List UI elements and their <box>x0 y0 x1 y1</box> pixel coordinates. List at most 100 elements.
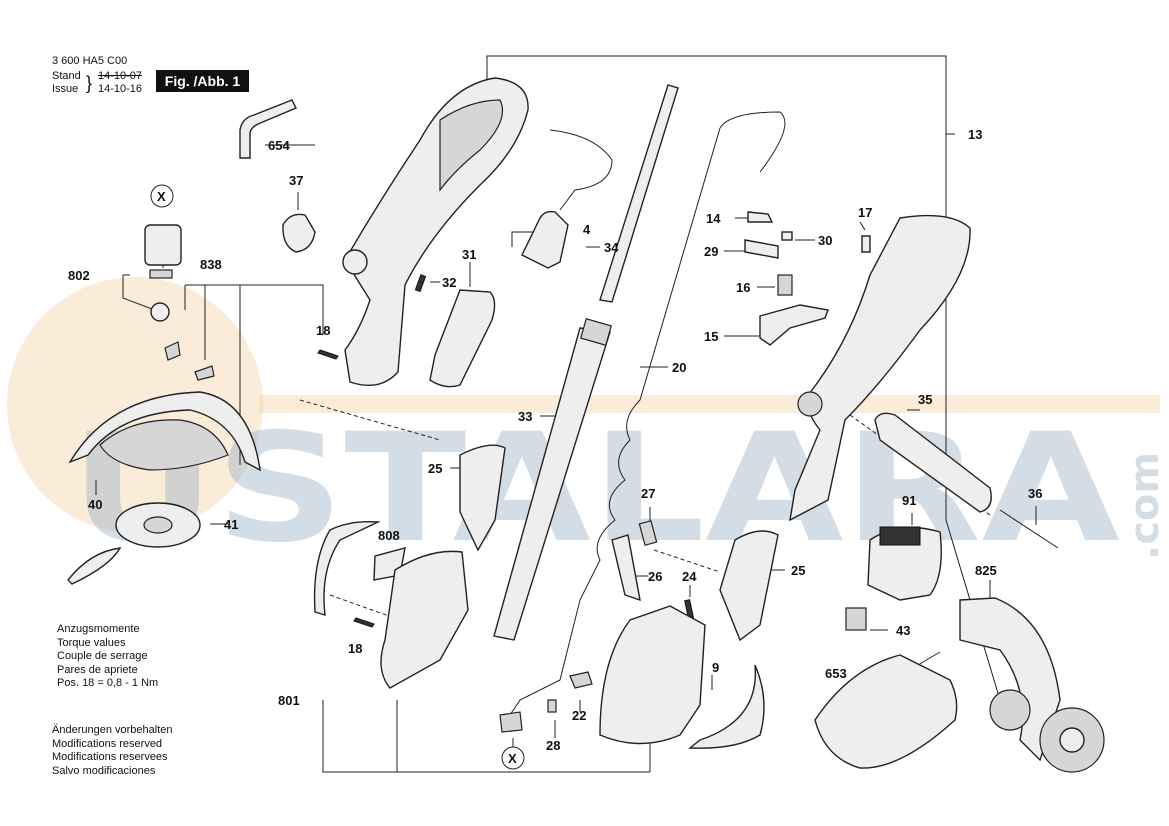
part-housing-left <box>344 77 529 386</box>
part-clip-b <box>194 365 215 381</box>
stand-label: Stand <box>52 70 81 82</box>
part-29 <box>744 239 779 259</box>
callout-825: 825 <box>975 563 997 578</box>
callout-24: 24 <box>682 569 697 584</box>
watermark: USTALARA .com <box>7 277 1168 576</box>
part-654-hex-key <box>239 99 297 159</box>
callout-31: 31 <box>462 247 476 262</box>
part-802-motor <box>144 224 182 266</box>
callout-20: 20 <box>672 360 686 375</box>
part-34-tube <box>599 84 679 303</box>
callout-808: 808 <box>378 528 400 543</box>
figure-label: Fig. /Abb. 1 <box>156 70 249 92</box>
callout-27: 27 <box>641 486 655 501</box>
brace-glyph: } <box>86 73 93 93</box>
part-32-pin <box>414 274 427 293</box>
part-28 <box>547 699 557 713</box>
part-31-grip <box>429 289 496 388</box>
callout-9: 9 <box>712 660 719 675</box>
callout-13: 13 <box>968 127 982 142</box>
part-number: 3 600 HA5 C00 <box>52 55 128 67</box>
part-801-housing <box>380 550 469 689</box>
callout-x-bottom: X <box>508 751 517 766</box>
part-4-switch <box>521 210 569 269</box>
callout-x-top: X <box>157 189 166 204</box>
part-17 <box>861 235 871 253</box>
part-20-cable <box>509 127 721 716</box>
part-blade <box>67 547 122 585</box>
x-marker-bottom <box>501 746 525 770</box>
part-30 <box>781 231 793 241</box>
callout-30: 30 <box>818 233 832 248</box>
part-connector <box>499 711 523 733</box>
modification-line: Modifications reserved <box>52 737 163 750</box>
modification-line: Modifications reservees <box>52 751 168 763</box>
issue-label: Issue <box>52 83 79 95</box>
callout-35: 35 <box>918 392 932 407</box>
modification-line: Änderungen vorbehalten <box>52 724 173 736</box>
modification-line: Salvo modificaciones <box>52 764 156 777</box>
callout-802: 802 <box>68 268 90 283</box>
date-struck: 14-10-07 <box>98 70 143 82</box>
torque-line: Torque values <box>57 636 126 649</box>
callout-653: 653 <box>825 666 847 681</box>
part-40-guard <box>68 391 261 472</box>
part-pinion <box>150 302 170 322</box>
part-25-cover-a <box>459 444 506 552</box>
part-35-grip <box>874 412 992 513</box>
watermark-suffix: .com <box>1122 452 1168 560</box>
callout-838: 838 <box>200 257 222 272</box>
callout-18-lower: 18 <box>348 641 362 656</box>
callout-28: 28 <box>546 738 560 753</box>
part-653-charger <box>814 654 958 769</box>
callout-labels: 13 654 37 X 802 838 18 32 31 4 34 14 30 … <box>68 127 1042 766</box>
part-clip-a <box>164 341 181 361</box>
callout-34: 34 <box>604 240 619 255</box>
part-25-cover-b <box>719 530 779 642</box>
torque-line: Pares de apriete <box>57 663 138 676</box>
callout-32: 32 <box>442 275 456 290</box>
part-37-knob <box>282 213 316 253</box>
part-plate <box>313 520 381 616</box>
callout-29: 29 <box>704 244 718 259</box>
callout-801: 801 <box>278 693 300 708</box>
part-16 <box>777 274 793 296</box>
callout-16: 16 <box>736 280 750 295</box>
part-15 <box>759 304 829 346</box>
callout-41: 41 <box>224 517 238 532</box>
part-36-bolt <box>999 509 1059 549</box>
x-marker-top <box>150 184 174 208</box>
part-head <box>599 605 706 745</box>
callout-25-left: 25 <box>428 461 442 476</box>
callout-26: 26 <box>648 569 662 584</box>
callout-22: 22 <box>572 708 586 723</box>
torque-notes: Anzugsmomente Torque values Couple de se… <box>57 623 158 691</box>
callout-14: 14 <box>706 211 721 226</box>
callout-4: 4 <box>583 222 591 237</box>
callout-36: 36 <box>1028 486 1042 501</box>
callout-654: 654 <box>268 138 290 153</box>
callout-18-upper: 18 <box>316 323 330 338</box>
callout-37: 37 <box>289 173 303 188</box>
part-22 <box>569 671 593 689</box>
part-26-bracket <box>611 534 641 602</box>
part-43 <box>845 607 867 631</box>
part-18-screw-b <box>353 617 375 628</box>
date-current: 14-10-16 <box>98 83 143 95</box>
part-18-screw-a <box>317 349 339 360</box>
modification-notes: Änderungen vorbehalten Modifications res… <box>52 724 172 778</box>
callout-25-right: 25 <box>791 563 805 578</box>
callout-40: 40 <box>88 497 102 512</box>
part-13-handle <box>789 214 971 522</box>
callout-15: 15 <box>704 329 718 344</box>
callout-17: 17 <box>858 205 872 220</box>
torque-line: Couple de serrage <box>57 650 148 662</box>
callout-33: 33 <box>518 409 532 424</box>
callout-91: 91 <box>902 493 916 508</box>
parts <box>67 77 1105 773</box>
part-27-spring <box>638 520 658 546</box>
part-9 <box>688 664 765 749</box>
watermark-bar <box>260 395 1160 413</box>
